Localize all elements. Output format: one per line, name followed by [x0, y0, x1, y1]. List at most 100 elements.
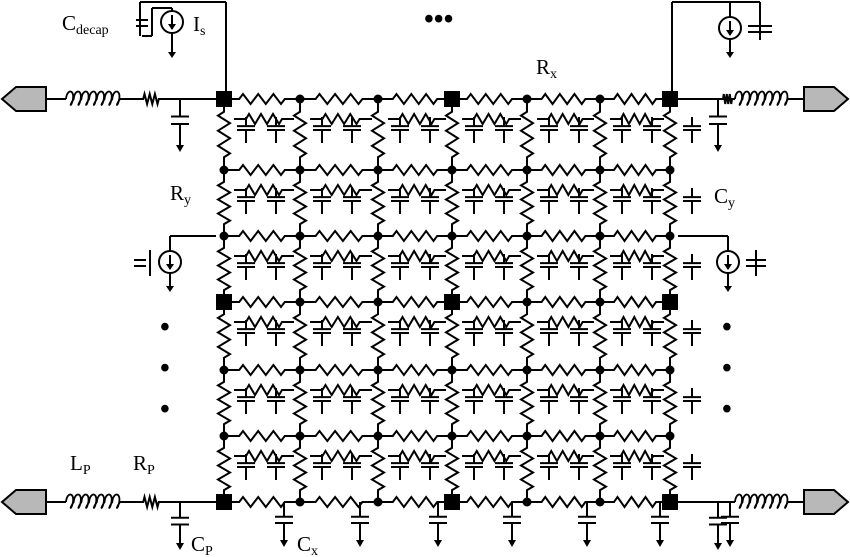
grid-node: [522, 231, 532, 241]
resistor-x: [600, 429, 670, 443]
grid-node: [447, 365, 457, 375]
grid-node: [522, 431, 532, 441]
resistor-y: [662, 302, 678, 370]
resistor-x: [610, 111, 664, 127]
resistor-x: [600, 92, 670, 106]
grid-node: [665, 231, 675, 241]
ground-arrow: [176, 543, 184, 550]
pad-node: [216, 494, 232, 510]
grid-node: [373, 231, 383, 241]
resistor-x: [300, 229, 378, 243]
pad-node: [662, 494, 678, 510]
resistor-x: [310, 249, 372, 263]
ground-arrow: [176, 145, 184, 152]
resistor-y: [444, 436, 460, 502]
resistor-x: [600, 495, 670, 509]
resistor-x: [310, 315, 372, 329]
resistor-x: [388, 112, 446, 126]
ground-arrow: [714, 543, 722, 550]
label-is: Is: [193, 12, 205, 39]
resistor-x: [224, 92, 300, 106]
grid-node: [295, 231, 305, 241]
ground-arrow: [166, 286, 174, 292]
package-pin: [0, 86, 47, 112]
pad-node: [216, 294, 232, 310]
pad-node: [662, 91, 678, 107]
resistor-y: [592, 236, 608, 302]
resistor-y: [662, 99, 678, 170]
resistor-x: [527, 163, 600, 177]
resistor-x: [600, 363, 670, 377]
resistor-x: [138, 493, 164, 511]
grid-node: [295, 165, 305, 175]
pad-node: [444, 494, 460, 510]
grid-node: [295, 497, 305, 507]
resistor-x: [452, 363, 527, 377]
label-lp: LP: [70, 451, 91, 478]
ground-arrow: [280, 540, 288, 547]
resistor-x: [537, 382, 594, 398]
ellipsis-top: •••: [424, 4, 453, 35]
resistor-y: [444, 302, 460, 370]
resistor-x: [462, 249, 521, 263]
resistor-x: [388, 183, 446, 197]
grid-node: [219, 365, 229, 375]
resistor-x: [378, 495, 452, 509]
grid-node: [522, 497, 532, 507]
source-arrow-head: [726, 30, 734, 36]
resistor-x: [537, 448, 594, 464]
resistor-x: [378, 295, 452, 309]
resistor-x: [378, 363, 452, 377]
resistor-y: [519, 170, 535, 236]
package-pin: [0, 489, 47, 515]
resistor-x: [234, 315, 294, 329]
ellipsis-right: •••: [722, 312, 732, 425]
resistor-y: [370, 436, 386, 502]
resistor-x: [527, 295, 600, 309]
resistor-x: [452, 495, 527, 509]
resistor-y: [370, 170, 386, 236]
resistor-x: [462, 383, 521, 397]
inductor: [65, 493, 121, 509]
resistor-x: [378, 229, 452, 243]
pad-node: [662, 294, 678, 310]
label-rp: RP: [133, 451, 155, 478]
resistor-y: [216, 170, 232, 236]
resistor-y: [592, 302, 608, 370]
grid-node: [373, 94, 383, 104]
resistor-y: [662, 170, 678, 236]
resistor-y: [216, 436, 232, 502]
ground-arrow: [583, 540, 591, 547]
resistor-y: [444, 170, 460, 236]
grid-node: [447, 165, 457, 175]
pad-node: [216, 91, 232, 107]
grid-node: [595, 431, 605, 441]
resistor-x: [310, 449, 372, 463]
inductor: [734, 90, 789, 106]
resistor-x: [310, 112, 372, 126]
resistor-y: [292, 170, 308, 236]
resistor-x: [224, 429, 300, 443]
resistor-y: [592, 370, 608, 436]
resistor-x: [452, 429, 527, 443]
resistor-y: [292, 302, 308, 370]
grid-node: [373, 497, 383, 507]
resistor-x: [224, 495, 300, 509]
label-cy: Cy: [714, 184, 735, 211]
resistor-x: [462, 315, 521, 329]
ground-arrow: [726, 540, 734, 547]
grid-node: [595, 94, 605, 104]
resistor-y: [519, 436, 535, 502]
grid-node: [665, 365, 675, 375]
resistor-x: [224, 295, 300, 309]
resistor-x: [527, 495, 600, 509]
resistor-y: [216, 302, 232, 370]
resistor-x: [610, 248, 664, 264]
resistor-x: [452, 229, 527, 243]
resistor-y: [519, 99, 535, 170]
label-rx: Rx: [536, 55, 557, 82]
resistor-x: [452, 92, 527, 106]
resistor-x: [310, 383, 372, 397]
resistor-x: [300, 295, 378, 309]
